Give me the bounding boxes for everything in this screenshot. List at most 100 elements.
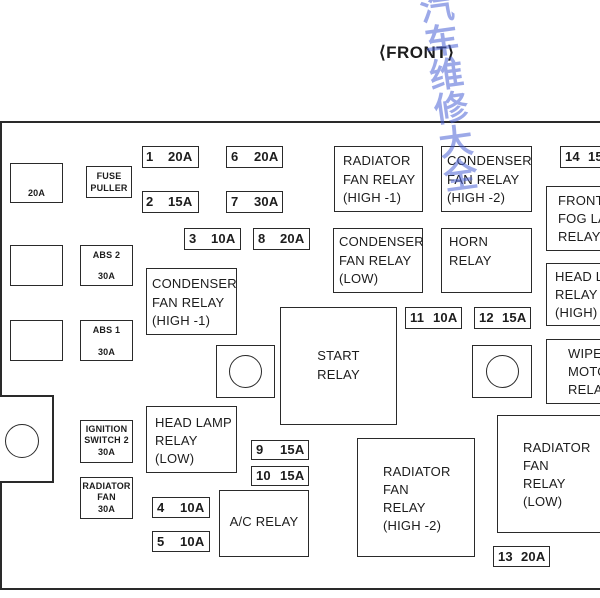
fuse-12-number: 12 (479, 310, 494, 325)
fuse-puller-label-2: PULLER (90, 183, 128, 193)
fuse-8-number: 8 (258, 231, 266, 246)
abs2-fuse-name: ABS 2 (92, 250, 121, 260)
fuse-box-outline (0, 121, 600, 590)
horn-relay (441, 228, 532, 293)
front-fog-lamp-relay-line-1: FRONT (558, 193, 600, 208)
fuse-9-amp: 15A (280, 442, 305, 457)
condenser-fan-relay-high-2 (441, 146, 532, 212)
front-fog-lamp-relay-line-3: RELAY (558, 229, 600, 244)
left-top-fuse-box (10, 163, 63, 203)
radiator-fan-relay-high-2 (357, 438, 475, 557)
fuse-2-amp: 15A (168, 194, 193, 209)
start-relay-line-2: RELAY (317, 367, 360, 382)
fuse-6-number: 6 (231, 149, 239, 164)
fuse-1-number: 1 (146, 149, 154, 164)
fuse-10-amp: 15A (280, 468, 305, 483)
head-lamp-relay-low-line-2: RELAY (155, 433, 198, 448)
head-lamp-relay-high-line-3: (HIGH) (555, 305, 598, 320)
fuse-7-amp: 30A (254, 194, 279, 209)
fuse-14-amp: 15 (588, 149, 600, 164)
front-fog-lamp-relay (546, 186, 600, 251)
head-lamp-relay-low-line-3: (LOW) (155, 451, 195, 466)
fuse-1 (142, 146, 199, 168)
horn-relay-line-2: RELAY (449, 253, 492, 268)
abs1-fuse-name: ABS 1 (92, 325, 121, 335)
radiator-fan-relay-high-1-line-1: RADIATOR (343, 153, 411, 168)
fuse-8-amp: 20A (280, 231, 305, 246)
ac-relay (219, 490, 309, 557)
radiator-fan-relay-high-2-line-1: RADIATOR (383, 464, 451, 479)
front-fog-lamp-relay-line-2: FOG LA (558, 211, 600, 226)
start-relay-line-1: START (317, 348, 360, 363)
condenser-fan-relay-high-1-line-3: (HIGH -1) (152, 313, 211, 328)
fuse-5 (152, 531, 210, 552)
condenser-fan-relay-low-line-3: (LOW) (339, 271, 379, 286)
fuse-7-number: 7 (231, 194, 239, 209)
wiper-motor-relay-line-2: MOTO (568, 364, 600, 379)
radiator-fan-relay-low-line-2: FAN (523, 458, 549, 473)
fuse-2 (142, 191, 199, 213)
condenser-fan-relay-high-2-line-2: FAN RELAY (447, 172, 520, 187)
fuse-3-amp: 10A (211, 231, 236, 246)
right-bolt-terminal (486, 355, 519, 388)
radiator-fan-relay-high-1 (334, 146, 423, 212)
condenser-fan-relay-low-line-1: CONDENSER (339, 234, 424, 249)
radiator-fan-relay-low (497, 415, 600, 533)
head-lamp-relay-high-line-2: RELAY (555, 287, 598, 302)
radiator-fan-relay-high-2-line-3: RELAY (383, 500, 426, 515)
fuse-11-number: 11 (410, 310, 425, 325)
radiator-fan-relay-low-line-3: RELAY (523, 476, 566, 491)
ignition-switch2-fuse-box (80, 420, 133, 463)
fuse-3 (184, 228, 241, 250)
ignition-label-1: IGNITION (85, 424, 128, 434)
condenser-fan-relay-low-line-2: FAN RELAY (339, 253, 412, 268)
front-direction-label: ⟨FRONT⟩ (379, 44, 454, 62)
fuse-11-amp: 10A (433, 310, 458, 325)
radiator-fan-fuse-label-1: RADIATOR (82, 481, 131, 491)
condenser-fan-relay-high-1-line-1: CONDENSER (152, 276, 237, 291)
abs1-fuse-box (80, 320, 133, 361)
fuse-1-amp: 20A (168, 149, 193, 164)
fuse-7 (226, 191, 283, 213)
wiper-motor-relay (546, 339, 600, 404)
abs1-fuse-amp: 30A (97, 347, 116, 357)
radiator-fan-relay-high-1-line-2: FAN RELAY (343, 172, 416, 187)
abs1-socket-blank (10, 320, 63, 361)
radiator-fan-fuse-label-2: FAN (97, 492, 116, 502)
fuse-11 (405, 307, 462, 329)
fuse-4-amp: 10A (180, 500, 205, 515)
radiator-fan-relay-high-2-line-2: FAN (383, 482, 409, 497)
fuse-6-amp: 20A (254, 149, 279, 164)
fuse-3-number: 3 (189, 231, 197, 246)
radiator-fan-fuse-amp: 30A (97, 504, 116, 514)
ac-relay-label: A/C RELAY (229, 514, 299, 529)
left-top-fuse-amp: 20A (27, 188, 46, 198)
radiator-fan-relay-low-line-4: (LOW) (523, 494, 563, 509)
chevron-left-icon: ⟨ (379, 43, 387, 62)
start-relay (280, 307, 397, 425)
condenser-fan-relay-high-1-line-2: FAN RELAY (152, 295, 225, 310)
fuse-12 (474, 307, 531, 329)
abs2-fuse-box (80, 245, 133, 286)
fuse-4 (152, 497, 210, 518)
fuse-9-number: 9 (256, 442, 264, 457)
fuse-12-amp: 15A (502, 310, 527, 325)
fuse-4-number: 4 (157, 500, 165, 515)
radiator-fan-relay-low-line-1: RADIATOR (523, 440, 591, 455)
mount-hole-left (5, 424, 39, 458)
left-bolt-terminal (229, 355, 262, 388)
abs2-fuse-amp: 30A (97, 271, 116, 281)
fuse-14-number: 14 (565, 149, 580, 164)
radiator-fan-fuse-box (80, 477, 133, 519)
front-label-text: FRONT (386, 43, 448, 62)
radiator-fan-relay-high-2-line-4: (HIGH -2) (383, 518, 442, 533)
abs2-socket-blank (10, 245, 63, 286)
wiper-motor-relay-line-1: WIPE (568, 346, 600, 361)
fuse-5-amp: 10A (180, 534, 205, 549)
fuse-14 (560, 146, 600, 168)
fuse-8 (253, 228, 310, 250)
fuse-13 (493, 546, 550, 567)
fuse-10-number: 10 (256, 468, 271, 483)
horn-relay-line-1: HORN (449, 234, 489, 249)
condenser-fan-relay-low (333, 228, 423, 293)
